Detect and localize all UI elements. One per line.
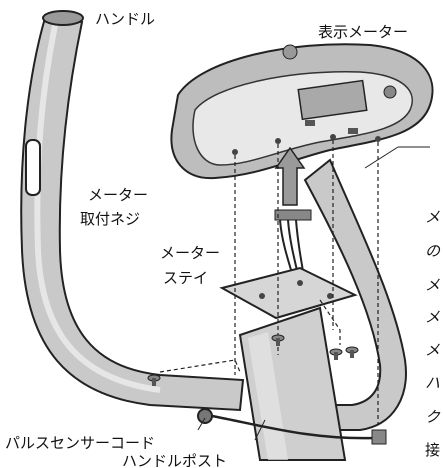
meter-stay-plate (219, 266, 358, 320)
side-text-4: メ (425, 308, 440, 326)
label-handle-post: ハンドルポスト (122, 452, 227, 468)
meter-mount-screws (147, 334, 359, 386)
pulse-sensor-cord (197, 408, 387, 445)
side-text-1: メ (425, 208, 440, 226)
side-text-8: 接 (425, 441, 440, 459)
side-text-5: メ (425, 341, 440, 359)
side-text-2: の (425, 242, 441, 260)
side-text-7: ク (425, 408, 441, 426)
handle-bar (20, 10, 245, 412)
label-meter-stay-2: ステイ (163, 269, 208, 287)
screw-right-2 (345, 346, 359, 358)
screw-right-1 (329, 348, 343, 360)
label-handle: ハンドル (95, 10, 155, 28)
handle-post (238, 306, 347, 461)
side-text-6: ハ (425, 374, 440, 392)
display-meter (170, 43, 434, 180)
label-display-meter: 表示メーター (318, 23, 408, 41)
label-meter-screw-1: メーター (88, 186, 148, 204)
guide-lines (159, 140, 379, 425)
label-meter-screw-2: 取付ネジ (80, 210, 140, 228)
side-text-3: メ (425, 276, 440, 294)
label-pulse-sensor-cord: パルスセンサーコード (5, 434, 155, 452)
screw-left (147, 374, 161, 386)
leader-lines (197, 146, 430, 441)
screw-center (271, 334, 285, 346)
label-meter-stay-1: メーター (160, 244, 220, 262)
connector-arrow (274, 146, 306, 206)
